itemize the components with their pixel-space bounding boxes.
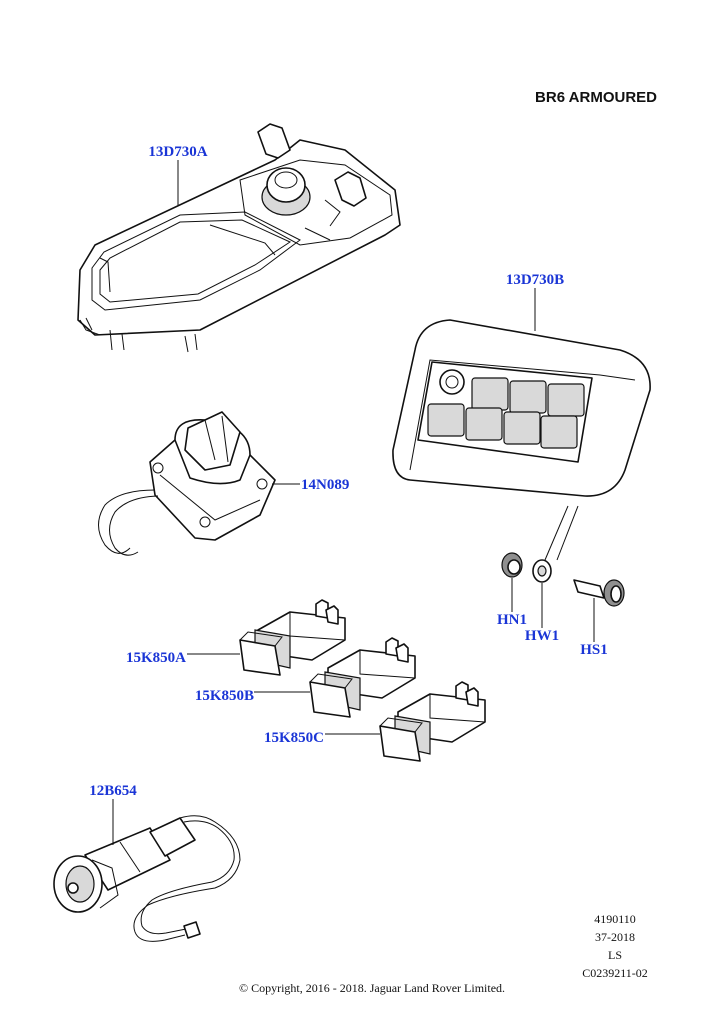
switch-panel-part — [392, 319, 651, 497]
document-meta: 4190110 37-2018 LS C0239211-02 — [582, 912, 648, 980]
copyright-notice: © Copyright, 2016 - 2018. Jaguar Land Ro… — [239, 981, 505, 995]
callout-12B654: 12B654 — [89, 783, 137, 799]
power-socket-part — [53, 815, 241, 942]
callout-14N089: 14N089 — [301, 477, 349, 493]
callout-15K850C: 15K850C — [264, 730, 324, 746]
fixings-part — [501, 505, 625, 607]
switch-15K850B-part — [309, 637, 416, 718]
meta-line-2: 37-2018 — [595, 930, 635, 944]
switch-15K850A-part — [239, 599, 346, 676]
rotary-selector-part — [98, 411, 276, 556]
callout-13D730B: 13D730B — [506, 272, 564, 288]
meta-line-1: 4190110 — [594, 912, 636, 926]
meta-line-3: LS — [608, 948, 622, 962]
callout-HW1: HW1 — [525, 628, 559, 644]
callout-15K850B: 15K850B — [195, 688, 254, 704]
callout-13D730A: 13D730A — [148, 144, 207, 160]
switch-15K850C-part — [379, 681, 486, 762]
diagram-title: BR6 ARMOURED — [535, 89, 657, 106]
panel-switch-grid — [427, 377, 585, 449]
callout-HS1: HS1 — [580, 642, 608, 658]
callout-HN1: HN1 — [497, 612, 527, 628]
meta-line-4: C0239211-02 — [582, 966, 648, 980]
console-bezel-part — [77, 123, 401, 353]
callout-15K850A: 15K850A — [126, 650, 186, 666]
